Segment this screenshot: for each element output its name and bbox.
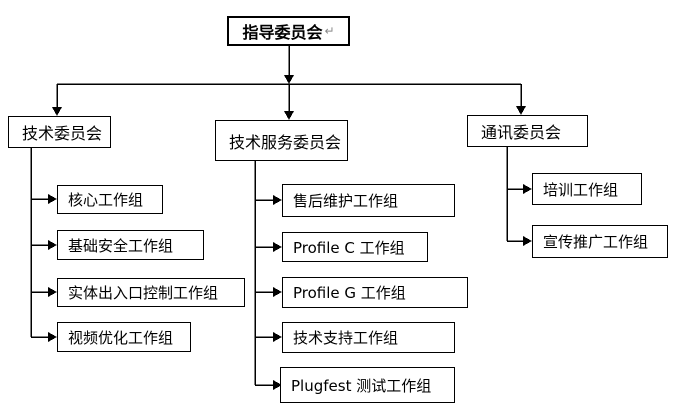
node-label: 核心工作组 bbox=[68, 191, 144, 209]
root-to-committees-connector bbox=[52, 46, 526, 120]
node-steering-committee: 指导委员会↵ bbox=[227, 16, 350, 46]
node-technical-support-workgroup: 技术支持工作组 bbox=[282, 322, 455, 353]
node-label: Profile G 工作组 bbox=[293, 284, 406, 302]
node-label: Plugfest 测试工作组 bbox=[291, 376, 432, 395]
node-core-workgroup: 核心工作组 bbox=[57, 185, 163, 214]
node-communication-committee: 通讯委员会 bbox=[467, 115, 588, 147]
node-label: 技术委员会 bbox=[22, 124, 103, 143]
node-label: 技术支持工作组 bbox=[293, 329, 399, 347]
node-label: Profile C 工作组 bbox=[293, 238, 405, 257]
node-label: 基础安全工作组 bbox=[68, 236, 174, 255]
node-physical-access-control-workgroup: 实体出入口控制工作组 bbox=[57, 278, 245, 307]
node-basic-security-workgroup: 基础安全工作组 bbox=[57, 230, 204, 260]
technical-service-committee-branch-connector bbox=[254, 161, 282, 390]
node-technical-committee: 技术委员会 bbox=[8, 116, 111, 148]
node-label: 宣传推广工作组 bbox=[543, 233, 649, 251]
node-label: 培训工作组 bbox=[543, 180, 619, 199]
technical-committee-branch-connector bbox=[30, 148, 57, 342]
node-plugfest-testing-workgroup: Plugfest 测试工作组 bbox=[280, 367, 455, 403]
node-after-sales-maintenance-workgroup: 售后维护工作组 bbox=[282, 184, 455, 217]
node-promotion-workgroup: 宣传推广工作组 bbox=[532, 225, 668, 258]
node-label: 指导委员会 bbox=[242, 23, 323, 42]
node-label: 技术服务委员会 bbox=[229, 132, 342, 152]
paragraph-return-mark: ↵ bbox=[324, 24, 335, 38]
node-label: 通讯委员会 bbox=[481, 123, 562, 142]
node-profile-g-workgroup: Profile G 工作组 bbox=[282, 277, 468, 308]
node-training-workgroup: 培训工作组 bbox=[532, 173, 642, 205]
node-label: 售后维护工作组 bbox=[293, 192, 399, 210]
node-technical-service-committee: 技术服务委员会 bbox=[215, 120, 348, 161]
node-label: 实体出入口控制工作组 bbox=[68, 284, 219, 302]
node-label: 视频优化工作组 bbox=[68, 328, 174, 347]
node-video-optimization-workgroup: 视频优化工作组 bbox=[57, 322, 191, 352]
node-profile-c-workgroup: Profile C 工作组 bbox=[282, 232, 428, 262]
communication-committee-branch-connector bbox=[506, 147, 532, 246]
